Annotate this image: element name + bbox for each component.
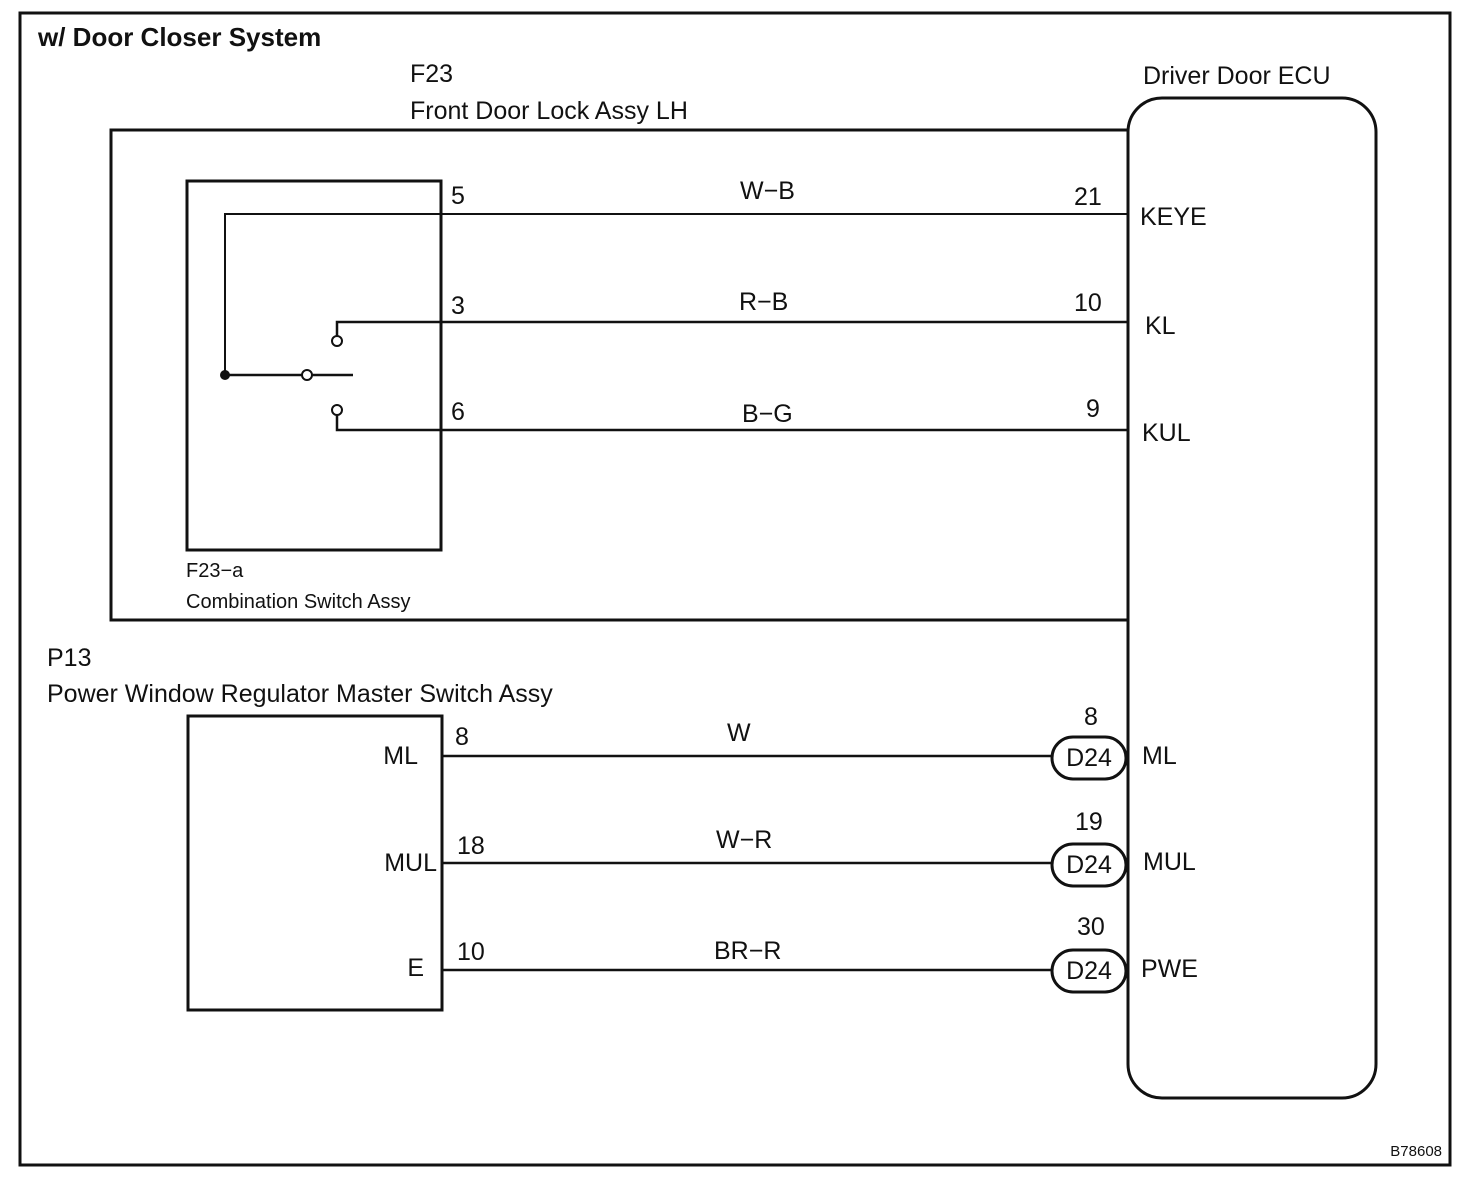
- connector-d24: [1050, 948, 1128, 994]
- wire-ml: ML 8 W D24 8 ML: [383, 703, 1177, 781]
- connector-label: D24: [1066, 957, 1112, 985]
- pin-label: 6: [451, 398, 465, 426]
- connector-d24: [1050, 842, 1128, 888]
- wire-color-label: W: [727, 719, 751, 747]
- connector-label: D24: [1066, 851, 1112, 879]
- pin-label: 8: [455, 723, 469, 751]
- ecu-body: [1126, 96, 1378, 1100]
- wire-color-label: R−B: [739, 288, 788, 316]
- pin-label: 21: [1074, 183, 1102, 211]
- combination-switch-name: Combination Switch Assy: [186, 591, 411, 613]
- connector-label: D24: [1066, 744, 1112, 772]
- combination-switch-box: [185, 179, 443, 552]
- pin-label: 19: [1075, 808, 1103, 836]
- ecu-terminal-label: KEYE: [1140, 203, 1207, 231]
- door-lock-box: [109, 128, 1128, 622]
- figure-id: B78608: [1390, 1143, 1442, 1160]
- switch-terminal-label: E: [407, 954, 424, 982]
- master-switch-code: P13: [47, 644, 91, 672]
- pin-label: 10: [1074, 289, 1102, 317]
- wire-kl: 3 R−B 10 KL: [451, 288, 1176, 340]
- door-lock-code: F23: [410, 60, 453, 88]
- door-lock-name: Front Door Lock Assy LH: [410, 97, 688, 125]
- diagram-title: w/ Door Closer System: [37, 22, 321, 52]
- ecu-terminal-label: PWE: [1141, 955, 1198, 983]
- pin-label: 30: [1077, 913, 1105, 941]
- ecu-terminal-label: MUL: [1143, 848, 1196, 876]
- wire-mul: MUL 18 W−R D24 19 MUL: [384, 808, 1196, 888]
- pin-label: 3: [451, 292, 465, 320]
- outer-frame: [18, 11, 1452, 1167]
- switch-terminal-label: ML: [383, 742, 418, 770]
- switch-symbol: [220, 213, 1128, 432]
- pin-label: 8: [1084, 703, 1098, 731]
- pin-label: 5: [451, 182, 465, 210]
- connector-d24: [1050, 735, 1128, 781]
- ecu-terminal-label: KUL: [1142, 419, 1191, 447]
- combination-switch-code: F23−a: [186, 560, 244, 582]
- wire-color-label: W−B: [740, 177, 795, 205]
- ecu-name: Driver Door ECU: [1143, 62, 1331, 90]
- pin-label: 10: [457, 938, 485, 966]
- wire-color-label: BR−R: [714, 937, 781, 965]
- ecu-terminal-label: ML: [1142, 742, 1177, 770]
- wire-color-label: B−G: [742, 400, 793, 428]
- wire-color-label: W−R: [716, 826, 772, 854]
- ecu-terminal-label: KL: [1145, 312, 1176, 340]
- pin-label: 18: [457, 832, 485, 860]
- wire-keye: 5 W−B 21 KEYE: [451, 177, 1207, 231]
- wire-kul: 6 B−G 9 KUL: [451, 395, 1191, 447]
- master-switch-name: Power Window Regulator Master Switch Ass…: [47, 680, 553, 708]
- pin-label: 9: [1086, 395, 1100, 423]
- switch-terminal-label: MUL: [384, 849, 437, 877]
- wire-pwe: E 10 BR−R D24 30 PWE: [407, 913, 1198, 994]
